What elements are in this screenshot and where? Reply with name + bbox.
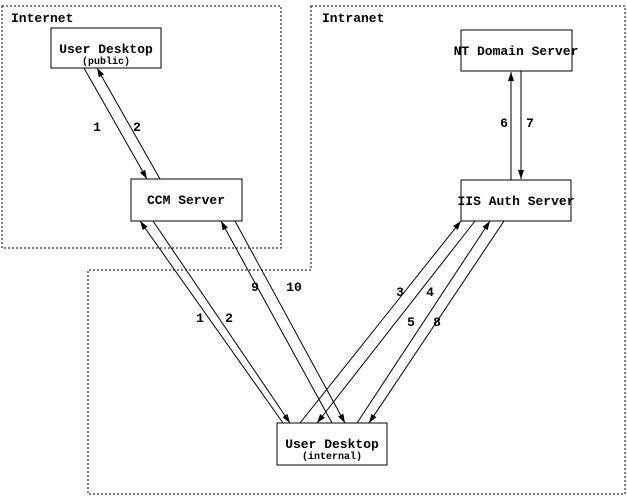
- node-nt-domain-server: NT Domain Server: [454, 29, 579, 72]
- user-desktop-public-subtitle: (public): [82, 56, 130, 68]
- iis-auth-server-title: IIS Auth Server: [457, 194, 574, 209]
- flow-5-internal-desktop-to-iis: [356, 220, 491, 424]
- node-user-desktop-public: User Desktop (public): [50, 27, 162, 69]
- flow-2-ccm-to-internal-desktop: [152, 220, 291, 424]
- flow-8-iis-to-internal-desktop: [368, 220, 505, 424]
- flow-label-2-bottom: 2: [225, 311, 233, 326]
- flow-label-4: 4: [426, 285, 434, 300]
- nt-domain-server-title: NT Domain Server: [454, 44, 579, 59]
- flow-4-iis-to-internal-desktop: [316, 220, 476, 424]
- flow-1-public-desktop-to-ccm: [83, 67, 148, 180]
- flow-label-3: 3: [396, 285, 404, 300]
- flow-label-10: 10: [286, 280, 302, 295]
- node-ccm-server: CCM Server: [130, 178, 243, 222]
- iis-auth-server-box: [460, 179, 572, 222]
- node-iis-auth-server: IIS Auth Server: [457, 179, 575, 222]
- user-desktop-internal-box: [276, 422, 388, 466]
- user-desktop-internal-title: User Desktop: [285, 437, 379, 452]
- user-desktop-internal-subtitle: (internal): [302, 451, 362, 463]
- ccm-server-box: [130, 178, 243, 222]
- node-user-desktop-internal: User Desktop (internal): [276, 422, 388, 466]
- flow-1-internal-desktop-to-ccm: [139, 220, 284, 424]
- flow-2-ccm-to-public-desktop: [96, 67, 161, 180]
- flow-label-8: 8: [433, 315, 441, 330]
- flow-label-7: 7: [526, 116, 534, 131]
- flow-label-2-top: 2: [133, 120, 141, 135]
- flow-label-1-bottom: 1: [196, 311, 204, 326]
- user-desktop-public-box: [50, 27, 162, 69]
- flow-3-internal-desktop-to-iis: [299, 220, 462, 424]
- flow-9-internal-desktop-to-ccm: [220, 220, 333, 424]
- flow-label-1-top: 1: [93, 120, 101, 135]
- flow-label-6: 6: [500, 116, 508, 131]
- intranet-zone-border: [87, 5, 626, 495]
- user-desktop-public-title: User Desktop: [59, 42, 153, 57]
- flow-labels: 1 2 1 2 9 10 3 4 5 8 6 7: [93, 116, 534, 330]
- internet-zone-border: [1, 5, 282, 249]
- flow-label-5: 5: [407, 315, 415, 330]
- intranet-zone-label: Intranet: [322, 11, 384, 26]
- nt-domain-server-box: [460, 29, 573, 72]
- internet-zone-label: Internet: [11, 11, 73, 26]
- flow-label-9: 9: [251, 280, 259, 295]
- flow-10-ccm-to-internal-desktop: [234, 220, 346, 424]
- flow-lines: [83, 67, 524, 424]
- ccm-server-title: CCM Server: [147, 193, 225, 208]
